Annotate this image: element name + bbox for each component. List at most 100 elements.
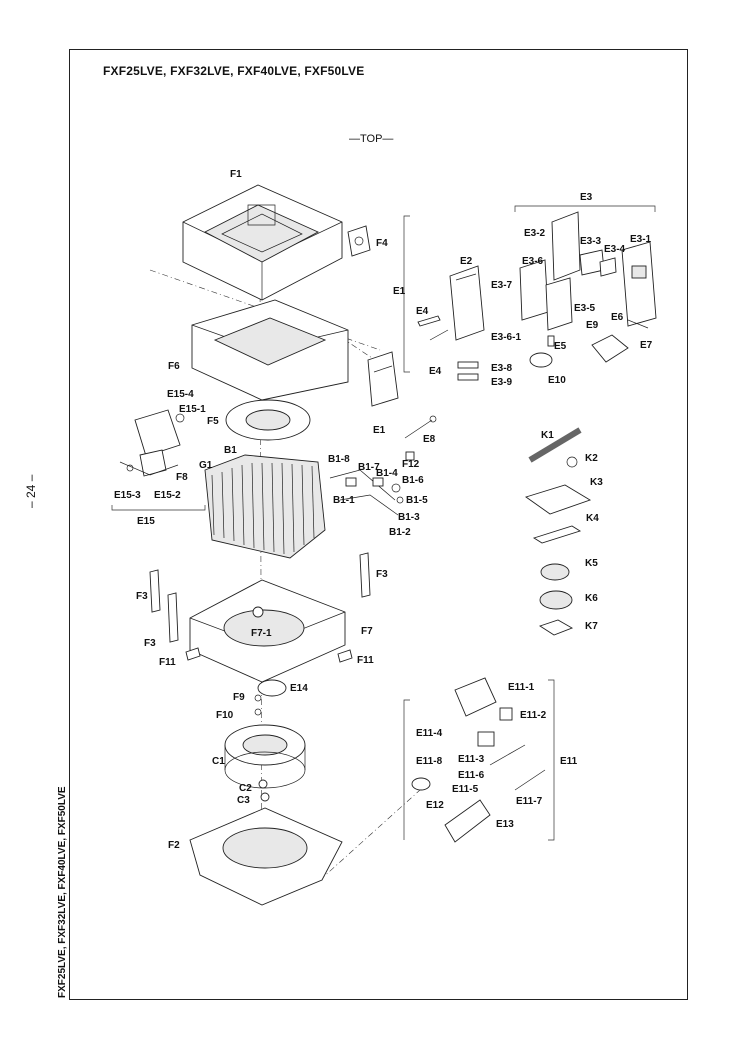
part-f2-bottom-frame bbox=[189, 807, 343, 906]
label-e13: E13 bbox=[496, 819, 514, 830]
label-e11-6: E11-6 bbox=[458, 770, 485, 781]
label-b1-3: B1-3 bbox=[398, 512, 420, 523]
label-b1-4: B1-4 bbox=[376, 468, 398, 479]
part-f7-frame bbox=[189, 579, 346, 683]
label-e15-3: E15-3 bbox=[114, 490, 141, 501]
label-e10: E10 bbox=[548, 375, 566, 386]
part-f11-pad-left bbox=[185, 647, 201, 661]
part-f3-bracket-lower bbox=[167, 592, 179, 643]
label-e11-2: E11-2 bbox=[520, 710, 547, 721]
label-e11-8: E11-8 bbox=[416, 756, 443, 767]
label-f11-left: F11 bbox=[159, 657, 176, 668]
label-k1: K1 bbox=[541, 430, 554, 441]
label-e3-1: E3-1 bbox=[630, 234, 652, 245]
part-f7-1-nut bbox=[252, 606, 264, 618]
bracket-e15 bbox=[111, 505, 206, 511]
label-e3-7: E3-7 bbox=[491, 280, 513, 291]
part-e4-clip bbox=[429, 329, 449, 341]
page-title: FXF25LVE, FXF32LVE, FXF40LVE, FXF50LVE bbox=[103, 64, 365, 78]
label-e3-4: E3-4 bbox=[604, 244, 626, 255]
part-e3-6-board bbox=[519, 259, 549, 321]
label-e11-4: E11-4 bbox=[416, 728, 443, 739]
label-e3: E3 bbox=[580, 192, 593, 203]
label-k2: K2 bbox=[585, 453, 598, 464]
part-e3-4-terminal bbox=[599, 257, 617, 277]
label-e15-4: E15-4 bbox=[167, 389, 194, 400]
part-f1-top-casing bbox=[182, 184, 343, 301]
label-e15-2: E15-2 bbox=[154, 490, 181, 501]
label-e15-1: E15-1 bbox=[179, 404, 206, 415]
part-e11-7-sensor bbox=[514, 769, 546, 791]
bracket-e1 bbox=[403, 215, 410, 373]
part-e8-sensor bbox=[404, 419, 433, 439]
label-f7: F7 bbox=[361, 626, 373, 637]
part-f3-bracket-right bbox=[359, 552, 371, 598]
label-b1: B1 bbox=[224, 445, 237, 456]
part-k7-plate bbox=[538, 619, 574, 636]
part-k1-drain-hose bbox=[528, 427, 582, 463]
label-c3: C3 bbox=[237, 795, 250, 806]
part-b1-piping bbox=[329, 469, 404, 516]
label-k6: K6 bbox=[585, 593, 598, 604]
bracket-e3 bbox=[514, 205, 656, 212]
part-e3-8-connector bbox=[457, 361, 479, 369]
part-e9-bracket bbox=[591, 334, 629, 363]
label-e6: E6 bbox=[611, 312, 624, 323]
part-e11-3-pcb bbox=[477, 731, 495, 747]
label-e2: E2 bbox=[460, 256, 473, 267]
label-e3-6-1: E3-6-1 bbox=[491, 332, 521, 343]
label-b1-1: B1-1 bbox=[333, 495, 355, 506]
part-e13-cover bbox=[444, 799, 491, 843]
label-f3-left: F3 bbox=[136, 591, 148, 602]
label-e14: E14 bbox=[290, 683, 308, 694]
label-e11-5: E11-5 bbox=[452, 784, 479, 795]
label-e8: E8 bbox=[423, 434, 436, 445]
label-e4-a: E4 bbox=[416, 306, 429, 317]
part-e11-2-terminal bbox=[499, 707, 513, 721]
part-e3-1-box bbox=[621, 241, 657, 327]
label-e3-6: E3-6 bbox=[522, 256, 544, 267]
bracket-e11 bbox=[548, 679, 555, 841]
label-b1-5: B1-5 bbox=[406, 495, 428, 506]
label-e11-7: E11-7 bbox=[516, 796, 543, 807]
part-e1-box bbox=[367, 351, 399, 407]
part-e12-component bbox=[411, 777, 431, 791]
label-e11-3: E11-3 bbox=[458, 754, 485, 765]
label-b1-7: B1-7 bbox=[358, 462, 380, 473]
part-e3-5-board bbox=[545, 277, 573, 331]
label-e3-3: E3-3 bbox=[580, 236, 602, 247]
part-k5-insulation-tube bbox=[540, 563, 570, 581]
label-f5: F5 bbox=[207, 416, 219, 427]
label-f7-1: F7-1 bbox=[251, 628, 272, 639]
label-b1-6: B1-6 bbox=[402, 475, 424, 486]
label-e3-2: E3-2 bbox=[524, 228, 546, 239]
label-k3: K3 bbox=[590, 477, 603, 488]
part-e11-5-harness bbox=[489, 744, 526, 766]
part-e15-control-assembly bbox=[119, 409, 185, 477]
label-f12: F12 bbox=[402, 459, 420, 470]
part-f4-bracket bbox=[347, 225, 371, 257]
label-f3-right: F3 bbox=[376, 569, 388, 580]
label-f2: F2 bbox=[168, 840, 180, 851]
part-k3-insulation-pad bbox=[524, 484, 592, 515]
label-c2: C2 bbox=[239, 783, 252, 794]
label-e3-8: E3-8 bbox=[491, 363, 513, 374]
label-e5: E5 bbox=[554, 341, 567, 352]
label-f11-right: F11 bbox=[357, 655, 374, 666]
part-b1-heat-exchanger bbox=[204, 454, 326, 559]
label-c1: C1 bbox=[212, 756, 225, 767]
label-k4: K4 bbox=[586, 513, 599, 524]
label-e1-bottom: E1 bbox=[373, 425, 386, 436]
part-e4-plate bbox=[417, 315, 441, 327]
part-f11-pad-right bbox=[337, 649, 353, 663]
label-f1: F1 bbox=[230, 169, 242, 180]
part-f12-clip bbox=[405, 451, 415, 461]
part-f6-insulation bbox=[191, 299, 349, 401]
part-e14-fan-motor bbox=[254, 679, 287, 716]
label-e1-top: E1 bbox=[393, 286, 406, 297]
part-e6-pin bbox=[627, 319, 649, 329]
part-e5-component bbox=[547, 335, 555, 347]
part-f3-bracket-left bbox=[149, 569, 161, 613]
part-e3-9-connector bbox=[457, 373, 479, 381]
label-e12: E12 bbox=[426, 800, 444, 811]
